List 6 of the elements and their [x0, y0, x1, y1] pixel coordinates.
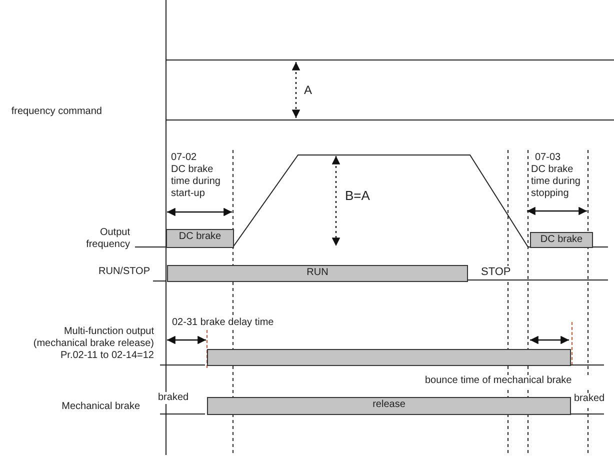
- run-bar: RUN: [167, 265, 468, 282]
- dc-brake-bar: DC brake: [530, 232, 593, 248]
- signal-label: frequency command: [10, 106, 102, 118]
- signal-bar: [207, 349, 571, 366]
- release-bar: release: [207, 397, 571, 415]
- dc-brake-bar: DC brake: [166, 229, 234, 248]
